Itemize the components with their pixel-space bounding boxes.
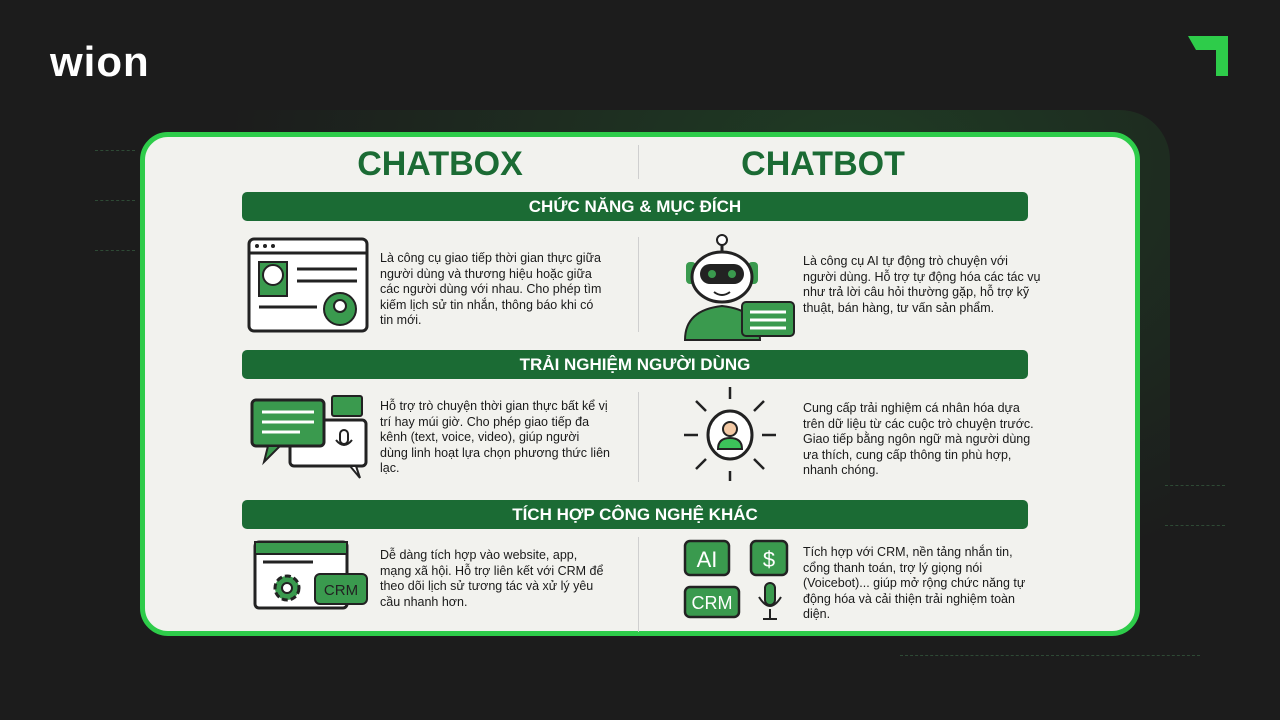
- personalized-user-icon: [684, 387, 776, 481]
- chatbot-title: CHATBOT: [741, 145, 905, 183]
- chat-window-icon: [247, 237, 369, 333]
- robot-icon: [683, 234, 795, 341]
- chatbox-integration-text: Dễ dàng tích hợp vào website, app, mạng …: [380, 548, 604, 609]
- crm-label: CRM: [324, 582, 358, 599]
- crm-label-bot: CRM: [692, 593, 733, 613]
- wion-logo: wion: [50, 38, 150, 85]
- chatbox-experience-text: Hỗ trợ trò chuyện thời gian thực bất kể …: [380, 399, 610, 475]
- chatbot-integration-text: Tích hợp với CRM, nền tảng nhắn tin, cổn…: [803, 545, 1026, 621]
- arrow-corner-icon: [1188, 36, 1228, 76]
- section-bar-function: CHỨC NĂNG & MỤC ĐÍCH: [242, 192, 1028, 221]
- section-bar-integration: TÍCH HỢP CÔNG NGHỆ KHÁC: [242, 500, 1028, 529]
- section-bar-experience: TRẢI NGHIỆM NGƯỜI DÙNG: [242, 350, 1028, 379]
- chatbot-experience-text: Cung cấp trải nghiệm cá nhân hóa dựa trê…: [803, 401, 1034, 477]
- crm-integration-icon: CRM: [253, 540, 368, 610]
- integration-icons: AI $ CRM: [683, 539, 789, 620]
- chatbox-function-text: Là công cụ giao tiếp thời gian thực giữa…: [380, 251, 602, 327]
- chatbot-function-text: Là công cụ AI tự động trò chuyện với ngư…: [803, 254, 1041, 315]
- ai-label: AI: [697, 547, 718, 572]
- dollar-label: $: [763, 547, 775, 572]
- chat-bubbles-icon: [250, 395, 368, 479]
- chatbox-title: CHATBOX: [357, 145, 523, 183]
- comparison-card: CHATBOX CHATBOT CHỨC NĂNG & MỤC ĐÍCH TRẢ…: [140, 132, 1140, 636]
